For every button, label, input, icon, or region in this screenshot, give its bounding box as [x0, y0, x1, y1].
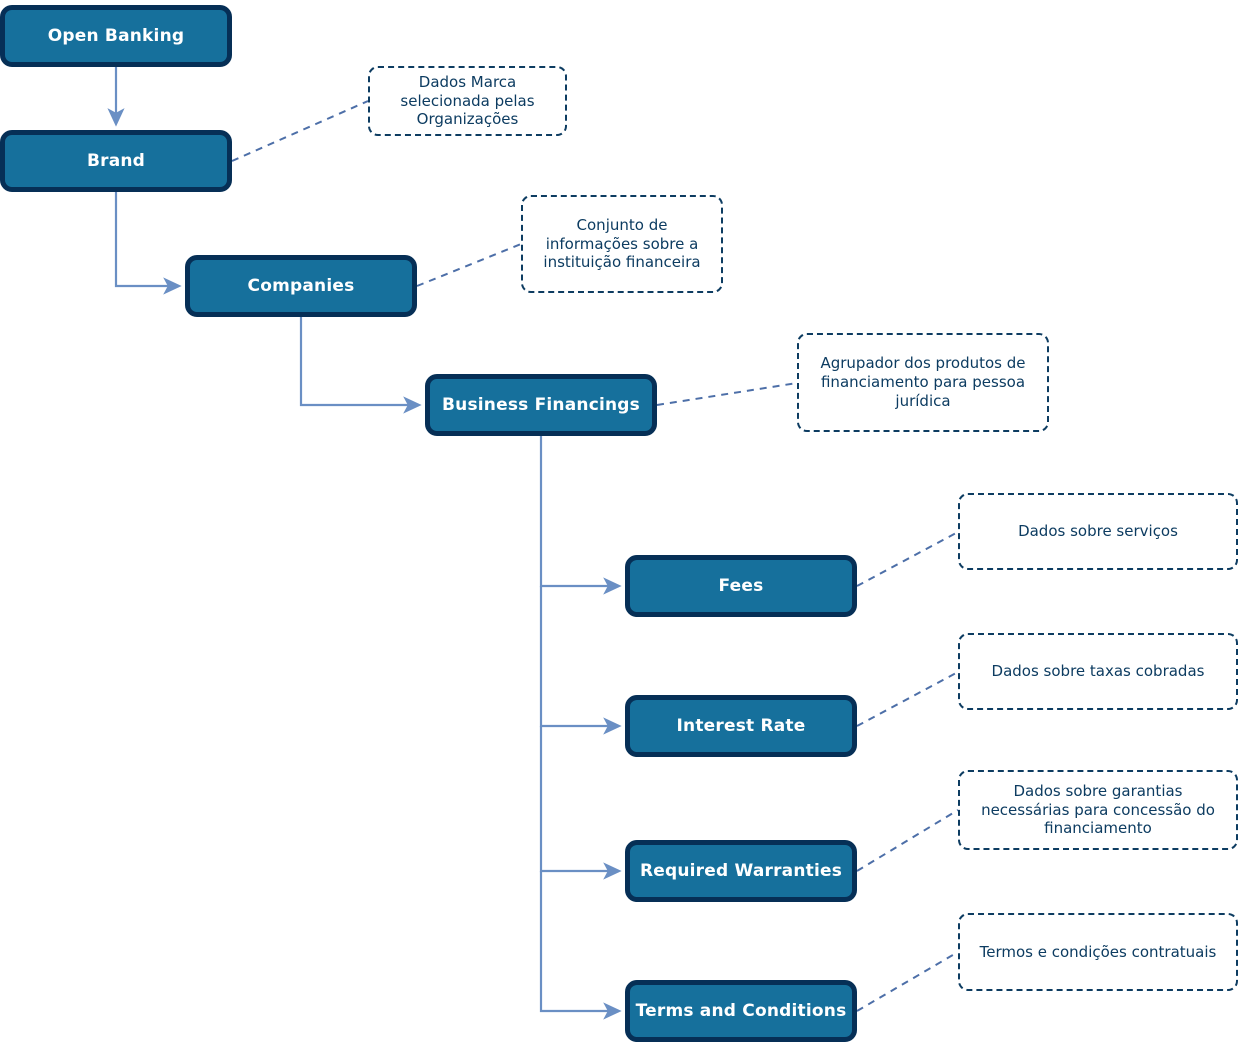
note-fees-text: Dados sobre serviços [1018, 522, 1178, 541]
note-interest-rate-text: Dados sobre taxas cobradas [991, 662, 1205, 681]
note-link-interest-rate [856, 671, 959, 727]
note-required-warranties-text: Dados sobre garantias necessárias para c… [981, 781, 1215, 838]
note-business-financings: Agrupador dos produtos de financiamento … [797, 333, 1049, 432]
note-terms-and-conditions-text: Termos e condições contratuais [979, 942, 1217, 961]
note-terms-and-conditions: Termos e condições contratuais [958, 913, 1238, 991]
note-link-brand [231, 100, 369, 162]
edge-business-financings-to-required-warranties [539, 726, 622, 880]
node-terms-and-conditions[interactable]: Terms and Conditions [625, 980, 857, 1042]
note-link-business-financings [656, 382, 798, 406]
node-brand-label: Brand [86, 151, 146, 171]
node-required-warranties[interactable]: Required Warranties [625, 840, 857, 902]
node-interest-rate[interactable]: Interest Rate [625, 695, 857, 757]
note-companies-text: Conjunto de informações sobre a institui… [543, 215, 701, 272]
note-link-fees [856, 531, 959, 587]
node-business-financings[interactable]: Business Financings [425, 374, 657, 436]
node-companies[interactable]: Companies [185, 255, 417, 317]
node-companies-label: Companies [247, 276, 355, 296]
note-link-terms-and-conditions [856, 951, 959, 1012]
node-terms-and-conditions-label: Terms and Conditions [635, 1001, 847, 1021]
note-required-warranties: Dados sobre garantias necessárias para c… [958, 770, 1238, 850]
edge-business-financings-to-terms-and-conditions [539, 871, 622, 1020]
node-interest-rate-label: Interest Rate [676, 716, 806, 736]
node-fees-label: Fees [718, 576, 764, 596]
note-companies: Conjunto de informações sobre a institui… [521, 195, 723, 293]
edge-business-financings-to-interest-rate [539, 586, 622, 735]
node-open-banking[interactable]: Open Banking [0, 5, 232, 67]
edge-companies-to-business-financings [299, 317, 422, 414]
node-business-financings-label: Business Financings [441, 395, 640, 415]
note-fees: Dados sobre serviços [958, 493, 1238, 570]
note-link-companies [416, 243, 522, 287]
node-required-warranties-label: Required Warranties [639, 861, 843, 881]
note-brand: Dados Marca selecionada pelas Organizaçõ… [368, 66, 567, 136]
node-open-banking-label: Open Banking [47, 26, 185, 46]
note-brand-text: Dados Marca selecionada pelas Organizaçõ… [400, 72, 535, 129]
node-brand[interactable]: Brand [0, 130, 232, 192]
note-interest-rate: Dados sobre taxas cobradas [958, 633, 1238, 710]
note-link-required-warranties [856, 809, 959, 872]
node-fees[interactable]: Fees [625, 555, 857, 617]
edge-business-financings-to-fees [539, 436, 622, 595]
edge-brand-to-companies [114, 192, 182, 295]
note-business-financings-text: Agrupador dos produtos de financiamento … [820, 354, 1026, 410]
